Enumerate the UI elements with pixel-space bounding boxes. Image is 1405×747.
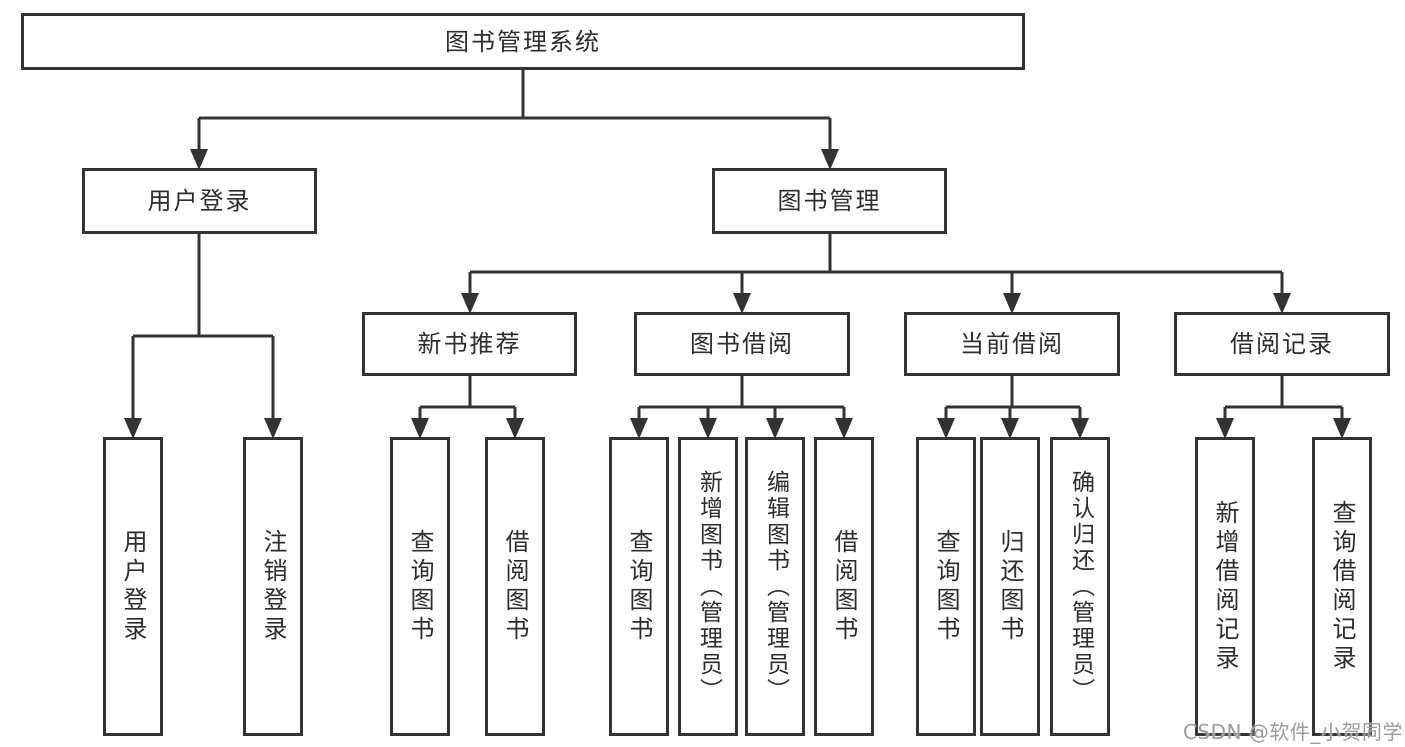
node-user-login: 用户登录 — [82, 168, 317, 234]
watermark: CSDN @软件_小贺同学 — [1183, 720, 1403, 744]
node-label: 借阅记录 — [1230, 330, 1334, 358]
leaf-user-login: 用户登录 — [103, 437, 163, 736]
node-label: 图书借阅 — [690, 330, 794, 358]
leaf-borrow-books-recommend: 借阅图书 — [485, 437, 545, 736]
node-label: 新增图书（管理员） — [695, 469, 722, 704]
leaf-confirm-return-admin: 确认归还（管理员） — [1050, 437, 1110, 736]
leaf-edit-books-admin: 编辑图书（管理员） — [745, 437, 805, 736]
node-book-management: 图书管理 — [712, 168, 947, 234]
node-borrowing-records: 借阅记录 — [1174, 312, 1390, 376]
node-current-borrowing: 当前借阅 — [904, 312, 1120, 376]
node-label: 查询借阅记录 — [1328, 499, 1356, 674]
node-label: 用户登录 — [147, 187, 252, 215]
node-label: 确认归还（管理员） — [1067, 469, 1094, 704]
node-label: 借阅图书 — [501, 528, 529, 645]
leaf-query-books-current: 查询图书 — [916, 437, 976, 736]
leaf-add-borrow-record: 新增借阅记录 — [1195, 437, 1255, 736]
node-label: 查询图书 — [932, 528, 960, 645]
node-library-management-system: 图书管理系统 — [21, 13, 1025, 70]
leaf-query-books-recommend: 查询图书 — [390, 437, 450, 736]
node-label: 新增借阅记录 — [1211, 499, 1239, 674]
node-label: 图书管理系统 — [445, 27, 601, 56]
leaf-logout: 注销登录 — [243, 437, 303, 736]
leaf-query-books-borrowing: 查询图书 — [609, 437, 669, 736]
node-label: 借阅图书 — [830, 528, 858, 645]
node-label: 注销登录 — [259, 528, 287, 645]
node-label: 新书推荐 — [417, 330, 522, 358]
node-label: 编辑图书（管理员） — [762, 469, 789, 704]
leaf-query-borrow-record: 查询借阅记录 — [1312, 437, 1372, 736]
node-label: 图书管理 — [777, 187, 882, 215]
leaf-borrow-books-borrowing: 借阅图书 — [814, 437, 874, 736]
node-label: 归还图书 — [996, 528, 1024, 645]
node-label: 查询图书 — [625, 528, 653, 645]
leaf-return-books: 归还图书 — [980, 437, 1040, 736]
node-label: 当前借阅 — [960, 330, 1064, 358]
leaf-add-books-admin: 新增图书（管理员） — [678, 437, 738, 736]
node-label: 用户登录 — [119, 528, 147, 645]
node-label: 查询图书 — [406, 528, 434, 645]
node-new-book-recommendation: 新书推荐 — [362, 312, 577, 376]
node-book-borrowing: 图书借阅 — [634, 312, 850, 376]
